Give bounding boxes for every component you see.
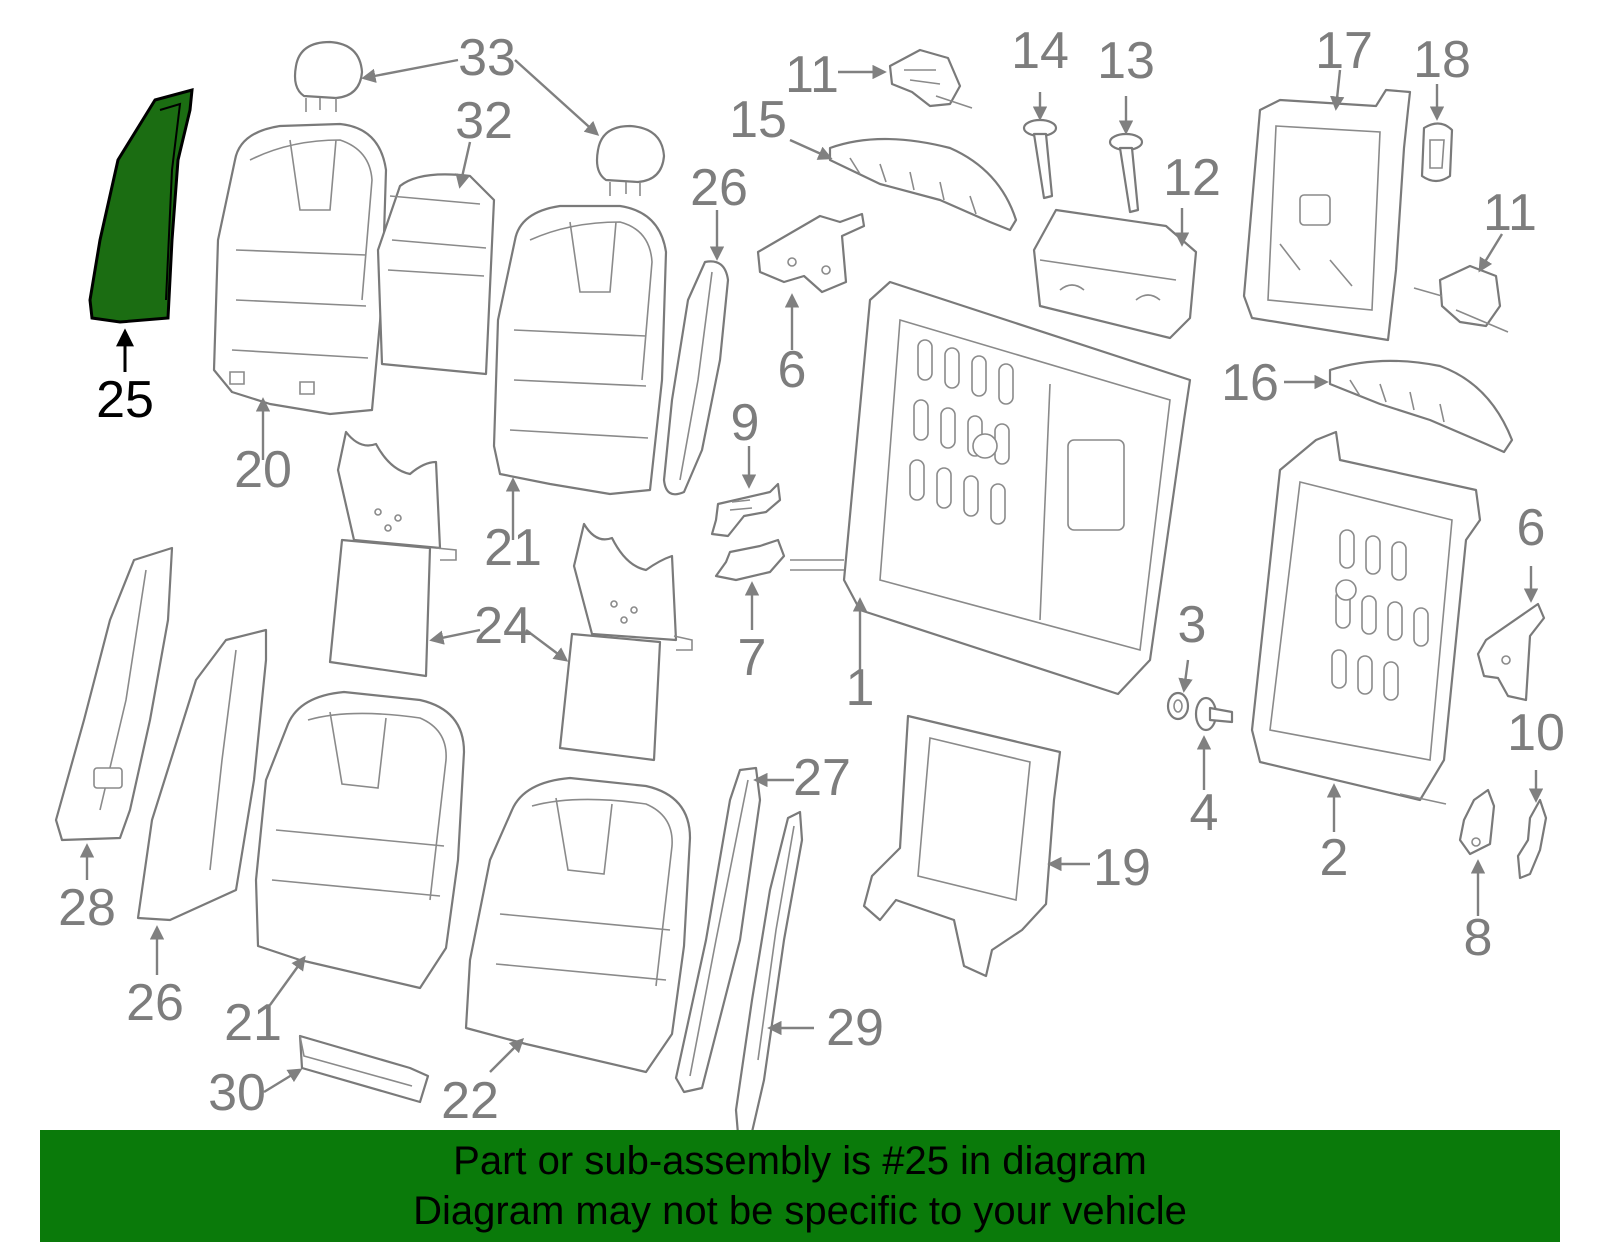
part-1-seatback-frame[interactable] <box>790 280 1192 696</box>
part-17-frame[interactable] <box>1242 88 1412 342</box>
part-24-pad-right[interactable] <box>558 522 693 762</box>
part-23-cushion-cover[interactable] <box>464 776 692 1074</box>
part-33-headrest-right[interactable] <box>595 124 666 196</box>
callout-3[interactable]: 3 <box>1178 596 1207 654</box>
callout-7[interactable]: 7 <box>738 629 767 687</box>
callout-20[interactable]: 20 <box>234 441 292 499</box>
callout-1[interactable]: 1 <box>846 659 875 717</box>
callout-32[interactable]: 32 <box>455 92 513 150</box>
callout-19[interactable]: 19 <box>1093 839 1151 897</box>
callout-23[interactable]: 22 <box>441 1072 499 1130</box>
part-18-clip[interactable] <box>1420 122 1454 183</box>
callout-16[interactable]: 16 <box>1221 354 1279 412</box>
callout-5[interactable]: 6 <box>778 341 807 399</box>
callout-13[interactable]: 13 <box>1097 32 1155 90</box>
part-10-bracket[interactable] <box>1516 798 1548 880</box>
callout-9[interactable]: 9 <box>731 394 760 452</box>
callout-15[interactable]: 15 <box>729 91 787 149</box>
callout-21[interactable]: 21 <box>484 519 542 577</box>
banner-line-1: Part or sub-assembly is #25 in diagram <box>453 1139 1147 1183</box>
callout-31[interactable]: 30 <box>208 1064 266 1122</box>
part-8-bracket[interactable] <box>1458 788 1496 856</box>
part-33-headrest-left[interactable] <box>293 40 364 112</box>
callout-11-right[interactable]: 11 <box>1483 184 1537 242</box>
callout-28[interactable]: 27 <box>793 749 851 807</box>
part-21-seatback-cover[interactable] <box>492 204 668 496</box>
part-5-bracket[interactable] <box>756 212 866 294</box>
part-4-pin[interactable] <box>1194 696 1234 732</box>
part-7-bracket[interactable] <box>714 538 786 582</box>
part-19-backboard[interactable] <box>862 714 1062 978</box>
part-2-seatback-frame[interactable] <box>1250 430 1482 805</box>
callout-14[interactable]: 14 <box>1011 22 1069 80</box>
part-16-trim-cover[interactable] <box>1328 359 1514 454</box>
part-14-bolt[interactable] <box>1022 118 1058 200</box>
part-22-cushion-cover[interactable] <box>254 690 466 990</box>
info-banner: Part or sub-assembly is #25 in diagram D… <box>40 1130 1560 1242</box>
part-13-bolt[interactable] <box>1108 132 1144 214</box>
callout-22[interactable]: 21 <box>224 994 282 1052</box>
part-27-side-panel[interactable] <box>136 628 268 922</box>
part-32-center-panel[interactable] <box>376 173 496 376</box>
callout-33[interactable]: 33 <box>458 29 516 87</box>
part-25-side-panel[interactable] <box>88 87 194 324</box>
part-31-handle[interactable] <box>298 1034 430 1104</box>
callout-30[interactable]: 29 <box>826 999 884 1057</box>
part-11-latch-right[interactable] <box>1413 264 1509 333</box>
callout-8[interactable]: 8 <box>1464 909 1493 967</box>
callout-24[interactable]: 24 <box>474 597 532 655</box>
callout-11-top[interactable]: 11 <box>785 46 839 104</box>
callout-10[interactable]: 10 <box>1507 704 1565 762</box>
callout-18[interactable]: 18 <box>1413 31 1471 89</box>
part-9-bracket[interactable] <box>710 482 782 538</box>
part-15-trim-cover[interactable] <box>828 137 1018 232</box>
callout-17[interactable]: 17 <box>1315 22 1373 80</box>
callout-25[interactable]: 25 <box>96 371 154 429</box>
callout-26[interactable]: 26 <box>690 159 748 217</box>
part-6-bracket[interactable] <box>1476 602 1546 702</box>
callout-2[interactable]: 2 <box>1320 829 1349 887</box>
part-24-pad-left[interactable] <box>328 430 457 678</box>
part-26-side-bolster[interactable] <box>662 260 730 496</box>
banner-line-2: Diagram may not be specific to your vehi… <box>413 1189 1187 1233</box>
callout-12[interactable]: 12 <box>1163 149 1221 207</box>
callout-29[interactable]: 28 <box>58 879 116 937</box>
part-3-washer[interactable] <box>1166 691 1190 721</box>
part-20-seatback-cover[interactable] <box>212 122 388 416</box>
callout-27[interactable]: 26 <box>126 974 184 1032</box>
part-29-side-trim[interactable] <box>54 546 174 842</box>
callout-4[interactable]: 4 <box>1190 784 1219 842</box>
callout-6[interactable]: 6 <box>1517 499 1546 557</box>
part-11-latch-top[interactable] <box>888 48 973 109</box>
part-12-armrest-housing[interactable] <box>1032 208 1198 340</box>
